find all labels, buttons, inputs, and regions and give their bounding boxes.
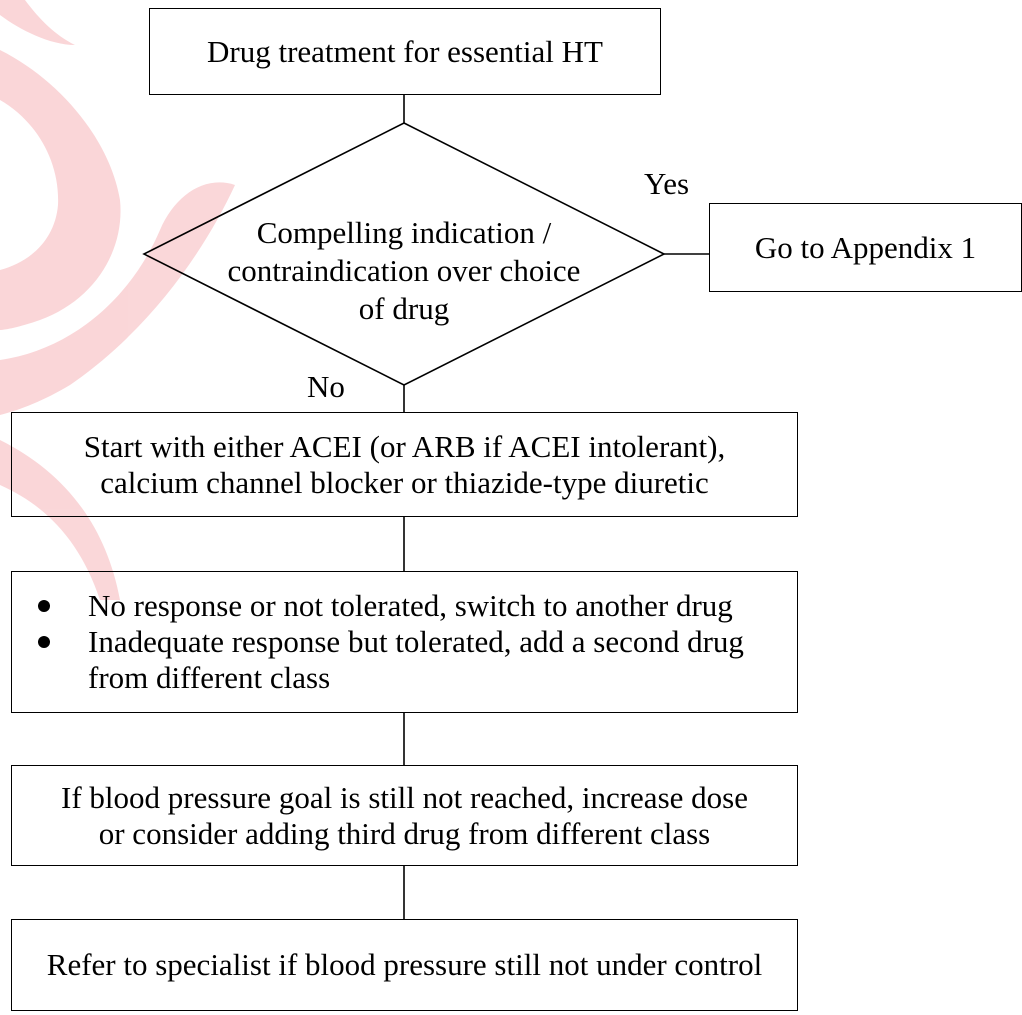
response-option-text: Inadequate response but tolerated, add a… [88, 624, 744, 659]
third-drug-text-line: If blood pressure goal is still not reac… [61, 779, 748, 815]
appendix-box: Go to Appendix 1 [709, 203, 1022, 292]
response-option-text: No response or not tolerated, switch to … [88, 588, 733, 623]
refer-specialist-text: Refer to specialist if blood pressure st… [46, 947, 763, 982]
first-line-drug-box: Start with either ACEI (or ARB if ACEI i… [11, 412, 798, 517]
watermark-arc-top [0, 50, 121, 330]
start-box-text: Drug treatment for essential HT [207, 33, 603, 69]
decision-text: Compelling indication / contraindication… [224, 214, 584, 328]
watermark-tip [0, 0, 75, 45]
no-label: No [307, 369, 345, 404]
third-drug-box: If blood pressure goal is still not reac… [11, 765, 798, 866]
response-option-item: No response or not tolerated, switch to … [12, 588, 744, 624]
bullet-dot-icon [38, 636, 50, 648]
first-line-drug-text-line: Start with either ACEI (or ARB if ACEI i… [83, 428, 726, 464]
decision-text-line: of drug [358, 291, 450, 326]
watermark-arc-bottom [0, 440, 120, 600]
watermark-heart-shape [0, 0, 235, 600]
first-line-drug-text-line: calcium channel blocker or thiazide-type… [100, 464, 709, 500]
response-options-list: No response or not tolerated, switch to … [12, 588, 744, 696]
response-option-text: from different class [88, 660, 331, 695]
decision-text-line: contraindication over choice [227, 253, 581, 288]
yes-label: Yes [644, 166, 690, 201]
start-box: Drug treatment for essential HT [149, 8, 661, 95]
watermark-arc-mid [0, 182, 235, 415]
third-drug-text-line: or consider adding third drug from diffe… [98, 815, 711, 851]
appendix-box-text: Go to Appendix 1 [754, 229, 977, 265]
response-options-box: No response or not tolerated, switch to … [11, 571, 798, 713]
response-option-item: Inadequate response but tolerated, add a… [12, 624, 744, 696]
decision-text-line: Compelling indication / [256, 215, 552, 250]
refer-specialist-box: Refer to specialist if blood pressure st… [11, 919, 798, 1011]
bullet-dot-icon [38, 600, 50, 612]
